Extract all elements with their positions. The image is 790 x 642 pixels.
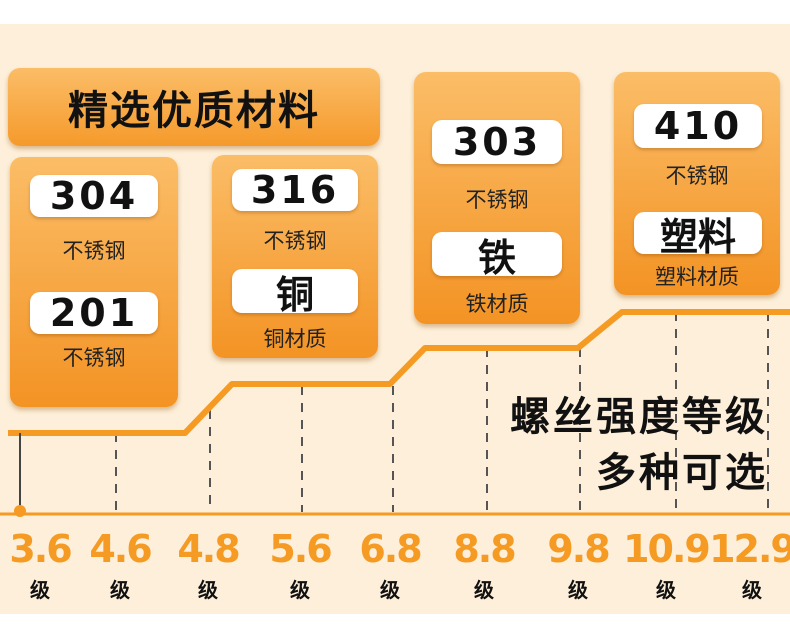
material-label: 不锈钢 xyxy=(62,346,126,370)
grade-unit: 级 xyxy=(568,578,588,602)
material-card-2: 316 不锈钢 铜 铜材质 xyxy=(212,155,378,358)
grade-value: 4.6 xyxy=(89,527,152,571)
material-label: 塑料材质 xyxy=(655,265,739,289)
material-label: 铜材质 xyxy=(263,327,327,351)
material-grade-copper: 铜 xyxy=(232,269,358,317)
grade-unit: 级 xyxy=(380,578,400,602)
material-grade-201: 201 xyxy=(30,291,158,335)
grade-unit: 级 xyxy=(656,578,676,602)
grade-unit: 级 xyxy=(110,578,130,602)
grade-unit: 级 xyxy=(30,578,50,602)
grade-unit: 级 xyxy=(474,578,494,602)
material-grade-304: 304 xyxy=(30,174,158,218)
grade-value: 9.8 xyxy=(547,527,610,571)
title-banner: 精选优质材料 xyxy=(8,68,380,146)
material-grade-303: 303 xyxy=(432,120,562,164)
material-label: 铁材质 xyxy=(465,292,529,316)
grade-unit: 级 xyxy=(290,578,310,602)
tagline-line-2: 多种可选 xyxy=(596,450,768,496)
start-marker-dot xyxy=(14,505,26,517)
material-label: 不锈钢 xyxy=(665,164,729,188)
grade-value: 12.9 xyxy=(709,527,790,571)
material-card-4: 410 不锈钢 塑料 塑料材质 xyxy=(614,72,780,295)
grade-value: 6.8 xyxy=(359,527,422,571)
grade-value: 10.9 xyxy=(623,527,711,571)
grade-value: 8.8 xyxy=(453,527,516,571)
material-label: 不锈钢 xyxy=(263,229,327,253)
grade-value: 4.8 xyxy=(177,527,240,571)
grade-value: 3.6 xyxy=(9,527,72,571)
grade-unit: 级 xyxy=(198,578,218,602)
grade-unit: 级 xyxy=(742,578,762,602)
material-label: 不锈钢 xyxy=(465,188,529,212)
material-grade-316: 316 xyxy=(232,168,358,212)
material-grade-410: 410 xyxy=(634,104,762,148)
material-label: 不锈钢 xyxy=(62,239,126,263)
material-grade-plastic: 塑料 xyxy=(634,212,762,259)
grade-value: 5.6 xyxy=(269,527,332,571)
material-card-1: 304 不锈钢 201 不锈钢 xyxy=(10,157,178,407)
tagline-line-1: 螺丝强度等级 xyxy=(510,394,768,440)
page-title: 精选优质材料 xyxy=(68,88,320,134)
material-card-3: 303 不锈钢 铁 铁材质 xyxy=(414,72,580,324)
material-grade-iron: 铁 xyxy=(432,232,562,280)
